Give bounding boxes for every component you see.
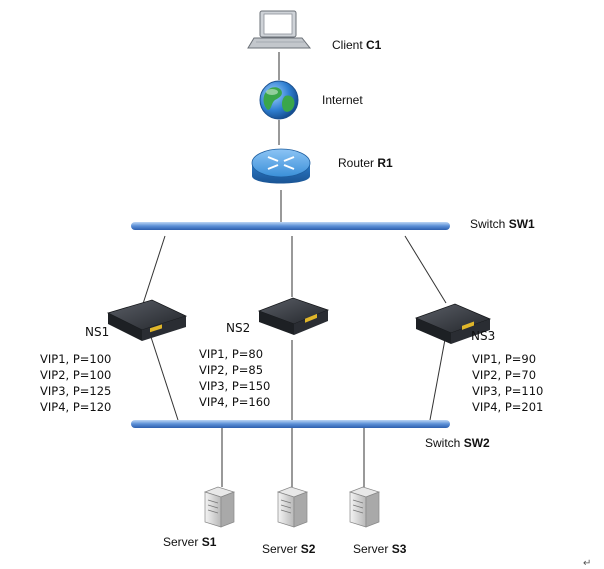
appliance-ns3-icon (414, 303, 492, 344)
laptop-icon (247, 10, 312, 49)
server-s3-label: Server S3 (353, 542, 407, 556)
vip-entry: VIP1, P=90 (472, 352, 536, 366)
wires (139, 52, 447, 487)
router-icon (251, 148, 311, 184)
switch-sw1-label: Switch SW1 (470, 217, 535, 231)
server-s2-icon (276, 486, 309, 528)
appliance-ns2-icon (257, 297, 330, 335)
server-s3-icon (348, 486, 381, 528)
vip-entry: VIP3, P=110 (472, 384, 543, 398)
switch-sw2-label: Switch SW2 (425, 436, 490, 450)
return-mark: ↵ (583, 558, 591, 569)
vip-entry: VIP3, P=150 (199, 379, 270, 393)
internet-label: Internet (322, 93, 363, 107)
server-s2-label: Server S2 (262, 542, 316, 556)
vip-entry: VIP2, P=100 (40, 368, 111, 382)
appliance-ns1-name: NS1 (85, 325, 109, 339)
appliance-ns1-icon (106, 299, 188, 341)
appliance-ns2-name: NS2 (226, 321, 250, 335)
vip-entry: VIP4, P=201 (472, 400, 543, 414)
vip-entry: VIP2, P=85 (199, 363, 263, 377)
appliance-ns1-vips: VIP1, P=100 VIP2, P=100 VIP3, P=125 VIP4… (40, 352, 111, 414)
vip-entry: VIP4, P=120 (40, 400, 111, 414)
appliance-ns3-name: NS3 (471, 329, 495, 343)
vip-entry: VIP4, P=160 (199, 395, 270, 409)
vip-entry: VIP1, P=80 (199, 347, 263, 361)
switch-sw2-bar (131, 420, 450, 428)
vip-entry: VIP3, P=125 (40, 384, 111, 398)
server-s1-icon (203, 486, 236, 528)
appliance-ns2-vips: VIP1, P=80 VIP2, P=85 VIP3, P=150 VIP4, … (199, 347, 270, 409)
router-label: Router R1 (338, 156, 393, 170)
client-label: Client C1 (332, 38, 382, 52)
vip-entry: VIP1, P=100 (40, 352, 111, 366)
vip-entry: VIP2, P=70 (472, 368, 536, 382)
server-s1-label: Server S1 (163, 535, 217, 549)
appliance-ns3-vips: VIP1, P=90 VIP2, P=70 VIP3, P=110 VIP4, … (472, 352, 543, 414)
switch-sw1-bar (131, 222, 450, 230)
globe-icon (259, 80, 299, 120)
